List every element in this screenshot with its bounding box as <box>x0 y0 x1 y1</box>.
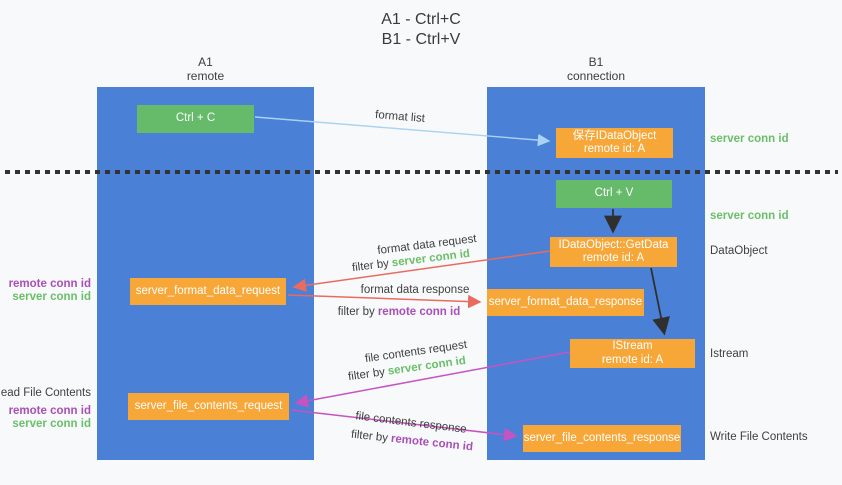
diagram-title: A1 - Ctrl+C B1 - Ctrl+V <box>0 10 842 50</box>
filter-by-prefix: filter by <box>337 306 375 318</box>
node-istream-line2: remote id: A <box>601 353 664 366</box>
node-save-idataobject: 保存IDataObject remote id: A <box>556 128 673 158</box>
session-divider-dotted-line <box>5 170 838 174</box>
node-ctrl-c-label: Ctrl + C <box>175 112 216 125</box>
node-server-format-data-response-label: server_format_data_response <box>488 295 643 308</box>
filter-value-remote-conn-id: remote conn id <box>377 306 461 318</box>
node-idataobject-getdata-line2: remote id: A <box>582 252 645 264</box>
node-server-file-contents-response: server_file_contents_response <box>523 425 681 452</box>
node-save-idataobject-line1: 保存IDataObject <box>572 129 657 142</box>
title-line-2: B1 - Ctrl+V <box>381 31 461 48</box>
node-server-file-contents-request-label: server_file_contents_request <box>134 399 283 412</box>
side-label-istream: Istream <box>710 348 749 360</box>
node-istream: IStream remote id: A <box>570 339 695 368</box>
node-ctrl-v: Ctrl + V <box>556 180 672 208</box>
lane-header-b1: B1 connection <box>487 55 705 83</box>
label-format-data-response: format data response <box>360 284 470 296</box>
side-label-write-file-contents: Write File Contents <box>710 431 808 443</box>
filter-by-prefix: filter by <box>350 428 389 445</box>
node-server-format-data-request-label: server_format_data_request <box>135 284 281 297</box>
filter-by-prefix: filter by <box>347 366 386 384</box>
node-istream-line1: IStream <box>612 340 653 352</box>
side-label-dataobject: DataObject <box>710 245 768 257</box>
label-format-list: format list <box>374 109 426 125</box>
side-label-server-conn-id-right-2: server conn id <box>710 210 789 222</box>
node-server-file-contents-response-label: server_file_contents_response <box>523 431 681 444</box>
node-idataobject-getdata-line1: IDataObject::GetData <box>558 238 669 251</box>
side-label-read-file-contents: Read File Contents <box>0 387 91 399</box>
side-label-server-conn-id-right-1: server conn id <box>710 133 789 145</box>
title-line-1: A1 - Ctrl+C <box>381 11 461 28</box>
side-label-server-conn-id-left-2: server conn id <box>12 418 91 430</box>
filter-by-prefix: filter by <box>351 257 390 275</box>
lane-a1-subtitle: remote <box>186 69 225 83</box>
side-label-remote-conn-id-left-2: remote conn id <box>8 405 91 417</box>
lane-b1-name: B1 <box>588 55 604 69</box>
node-ctrl-v-label: Ctrl + V <box>594 187 634 200</box>
node-server-format-data-request: server_format_data_request <box>130 278 286 305</box>
node-save-idataobject-line2: remote id: A <box>583 143 646 155</box>
node-server-file-contents-request: server_file_contents_request <box>128 393 289 420</box>
filter-value-remote-conn-id: remote conn id <box>390 432 474 454</box>
lane-a1-name: A1 <box>198 55 213 69</box>
lane-header-a1: A1 remote <box>97 55 314 83</box>
lane-b1-subtitle: connection <box>566 69 626 83</box>
arrow-format-data-response <box>287 294 482 309</box>
node-idataobject-getdata: IDataObject::GetData remote id: A <box>550 237 677 267</box>
node-ctrl-c: Ctrl + C <box>137 105 254 133</box>
side-label-remote-conn-id-left-1: remote conn id <box>8 278 91 290</box>
side-label-server-conn-id-left-1: server conn id <box>12 291 91 303</box>
node-server-format-data-response: server_format_data_response <box>487 289 644 316</box>
